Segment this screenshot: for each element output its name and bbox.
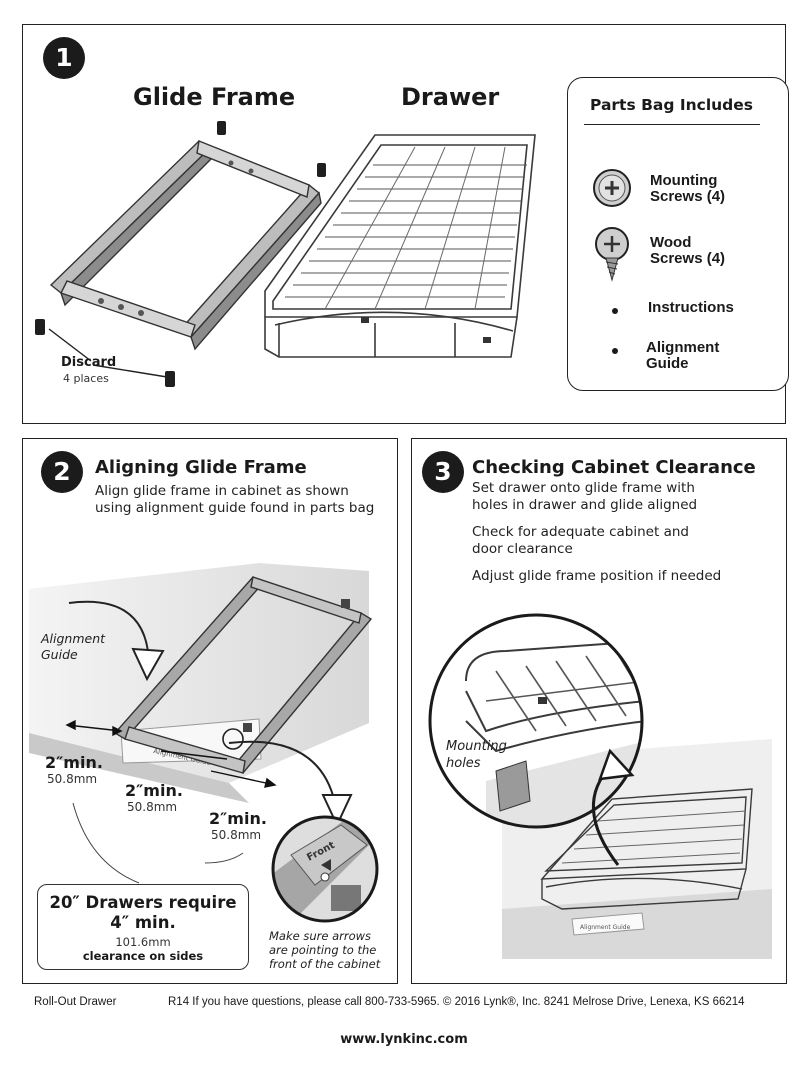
rubber-foot <box>217 121 226 135</box>
mounting-holes-label-2: holes <box>446 756 481 771</box>
alignment-guide-bullet <box>612 348 618 354</box>
alignment-guide-label-2: Guide <box>41 647 78 662</box>
step-3-p2-line-1: Check for adequate cabinet and <box>472 524 689 540</box>
step-3-p3-line-1: Adjust glide frame position if needed <box>472 568 722 584</box>
cabinet-alignment-illustration: Alignment Guide <box>29 563 373 884</box>
clearance-dim-3: 2″min. <box>209 809 267 828</box>
alignment-guide-label-1: Alignment <box>646 339 720 356</box>
instructions-bullet <box>612 308 618 314</box>
step-2-desc-line-2: using alignment guide found in parts bag <box>95 500 375 516</box>
front-arrow-zoom-circle: Front <box>271 815 379 923</box>
step-3-p1-line-1: Set drawer onto glide frame with <box>472 480 695 496</box>
discard-label: Discard <box>61 355 117 370</box>
step-2-number: 2 <box>41 451 83 493</box>
drawer-requirement-box: 20″ Drawers require 4″ min. 101.6mm clea… <box>37 884 249 970</box>
wood-screws-label-1: Wood <box>650 234 692 251</box>
requirement-line-2: 4″ min. <box>110 913 176 932</box>
rubber-foot <box>165 371 175 387</box>
glide-frame-title: Glide Frame <box>133 83 296 111</box>
arrow-note-line-2: are pointing to the <box>269 943 377 957</box>
parts-bag-box: Parts Bag Includes Mounting Screws (4) W… <box>567 77 789 391</box>
requirement-line-3: 101.6mm <box>115 935 171 949</box>
clearance-dim-2-mm: 50.8mm <box>127 800 178 814</box>
step-2-panel: 2 Aligning Glide Frame Align glide frame… <box>22 438 398 984</box>
step-3-p1-line-2: holes in drawer and glide aligned <box>472 497 698 513</box>
step-2-desc-line-1: Align glide frame in cabinet as shown <box>95 483 349 499</box>
alignment-guide-label-1: Alignment <box>41 631 106 646</box>
clearance-dim-1-mm: 50.8mm <box>47 772 98 786</box>
footer-contact-info: R14 If you have questions, please call 8… <box>168 996 745 1008</box>
mounting-screws-label-2: Screws (4) <box>650 188 726 205</box>
footer-website-link[interactable]: www.lynkinc.com <box>340 1032 468 1047</box>
arrow-note-line-3: front of the cabinet <box>269 957 381 971</box>
step-2-title: Aligning Glide Frame <box>95 457 307 478</box>
arrow-note-line-1: Make sure arrows <box>269 929 372 943</box>
discard-sub-label: 4 places <box>63 372 109 385</box>
clearance-dim-3-mm: 50.8mm <box>211 828 262 842</box>
step-3-p2-line-2: door clearance <box>472 541 573 557</box>
mounting-holes-zoom-circle <box>428 613 644 829</box>
wire-drawer-illustration <box>264 134 536 358</box>
step-1-panel: 1 Glide Frame Drawer Discard <box>22 24 789 424</box>
clearance-dim-1: 2″min. <box>45 753 103 772</box>
clearance-dim-2: 2″min. <box>125 781 183 800</box>
instructions-label: Instructions <box>648 299 734 316</box>
parts-bag-divider <box>584 124 760 125</box>
step-3-title: Checking Cabinet Clearance <box>472 457 756 478</box>
wood-screw-icon <box>595 227 629 282</box>
footer-product-name: Roll-Out Drawer <box>34 996 117 1008</box>
alignment-guide-strip-text-3: Alignment Guide <box>580 924 631 931</box>
mounting-holes-label-1: Mounting <box>446 739 507 754</box>
glide-frame-illustration <box>35 121 326 387</box>
step-1-number: 1 <box>43 37 85 79</box>
rubber-foot <box>317 163 326 177</box>
parts-bag-title: Parts Bag Includes <box>590 96 754 114</box>
mounting-screws-label-1: Mounting <box>650 172 718 189</box>
alignment-guide-label-2: Guide <box>646 355 689 372</box>
curved-arrow-icon <box>592 748 635 866</box>
requirement-line-4: clearance on sides <box>82 949 204 963</box>
requirement-line-1: 20″ Drawers require <box>49 893 237 912</box>
step-3-number: 3 <box>422 451 464 493</box>
step-3-panel: 3 Checking Cabinet Clearance Set drawer … <box>411 438 787 984</box>
rubber-foot <box>35 319 45 335</box>
wood-screws-label-2: Screws (4) <box>650 250 726 267</box>
drawer-title: Drawer <box>401 83 500 111</box>
mounting-screw-icon <box>593 169 631 207</box>
